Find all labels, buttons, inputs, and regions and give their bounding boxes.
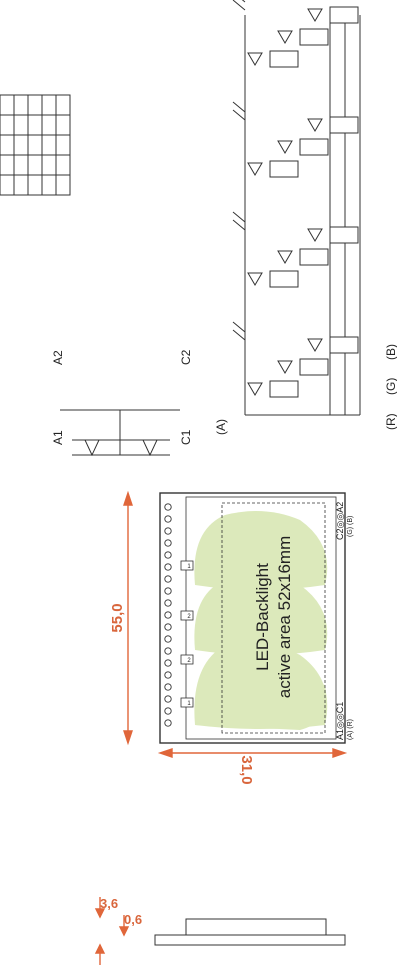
dim-length-value: 55,0 bbox=[109, 603, 126, 632]
label-c2: C2 bbox=[179, 349, 193, 365]
pin-left-label: A1◎◎C1 bbox=[335, 702, 345, 740]
label-b: (B) bbox=[384, 344, 397, 360]
schematic-resistor bbox=[299, 248, 329, 266]
label-r: (R) bbox=[384, 413, 397, 430]
schematic-led bbox=[277, 250, 293, 264]
light-emission-arrows bbox=[232, 101, 246, 121]
backlight-outline bbox=[159, 492, 346, 744]
pin-left-sub: (A) (R) bbox=[347, 719, 354, 740]
label-g: (G) bbox=[384, 378, 397, 395]
pin-row bbox=[164, 503, 172, 727]
label-c1: C1 bbox=[179, 429, 193, 445]
schematic-led bbox=[247, 382, 263, 396]
schematic-resistor bbox=[299, 28, 329, 46]
led-symbol bbox=[60, 409, 180, 457]
backlight-subtitle: active area 52x16mm bbox=[275, 536, 294, 699]
schematic-led bbox=[247, 52, 263, 66]
pad-mark-1: 1 bbox=[187, 701, 191, 707]
schematic-resistor bbox=[329, 6, 359, 24]
dim-thickness-arrows bbox=[94, 897, 130, 965]
label-a1: A1 bbox=[51, 430, 65, 445]
dim-length-line bbox=[123, 490, 133, 746]
schematic-resistor bbox=[329, 226, 359, 244]
side-profile bbox=[154, 918, 346, 946]
label-a2: A2 bbox=[51, 350, 65, 365]
pad-mark-3: 2 bbox=[187, 614, 191, 620]
pin-right-label: C2◎◎A2 bbox=[335, 502, 345, 540]
light-emission-arrows bbox=[232, 321, 246, 341]
schematic-led bbox=[307, 8, 323, 22]
led-array-schematic bbox=[232, 0, 361, 416]
schematic-resistor bbox=[269, 50, 299, 68]
schematic-resistor bbox=[329, 336, 359, 354]
light-emission-arrows bbox=[232, 0, 246, 11]
schematic-led bbox=[277, 30, 293, 44]
schematic-resistor bbox=[269, 270, 299, 288]
dim-thickness-led: 0,6 bbox=[124, 912, 142, 927]
schematic-led bbox=[307, 118, 323, 132]
schematic-led bbox=[277, 360, 293, 374]
schematic-resistor bbox=[299, 138, 329, 156]
backlight-title: LED-Backlight bbox=[253, 563, 272, 671]
backlight-active-glow bbox=[194, 511, 328, 730]
dim-width-line bbox=[157, 748, 348, 758]
schematic-led bbox=[307, 228, 323, 242]
schematic-resistor bbox=[329, 116, 359, 134]
active-area-dashed bbox=[221, 502, 326, 734]
dot-matrix bbox=[0, 94, 71, 196]
light-emission-arrows bbox=[232, 211, 246, 231]
schematic-resistor bbox=[299, 358, 329, 376]
schematic-led bbox=[247, 162, 263, 176]
schematic-led bbox=[307, 338, 323, 352]
schematic-resistor bbox=[269, 380, 299, 398]
dim-width-value: 31,0 bbox=[238, 755, 255, 784]
label-anode: (A) bbox=[214, 419, 228, 435]
schematic-led bbox=[277, 140, 293, 154]
schematic-resistor bbox=[269, 160, 299, 178]
pad-mark-2: 2 bbox=[187, 658, 191, 664]
dim-thickness-total: 3,6 bbox=[100, 896, 118, 911]
pad-mark-4: 1 bbox=[187, 564, 191, 570]
led-pads bbox=[180, 560, 194, 708]
schematic-led bbox=[247, 272, 263, 286]
pin-right-sub: (G) (B) bbox=[347, 516, 354, 537]
